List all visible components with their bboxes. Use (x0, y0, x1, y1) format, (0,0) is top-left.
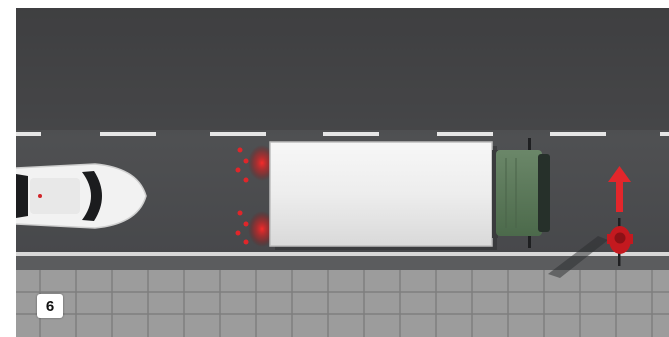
truck-mirror-bottom (528, 236, 531, 248)
car-rear-window (16, 174, 28, 218)
step-number-badge: 6 (37, 294, 63, 318)
sidewalk (16, 270, 669, 337)
car-brand-mark (38, 194, 42, 198)
car-roof (30, 178, 80, 214)
car (16, 164, 146, 228)
truck-box (270, 142, 492, 246)
road-edge-line (16, 252, 669, 256)
truck-windshield (538, 154, 550, 232)
upper-lane (16, 8, 669, 130)
truck (270, 138, 550, 250)
lane-markings (16, 132, 669, 136)
truck-mirror-top (528, 138, 531, 150)
truck-cab (496, 150, 542, 236)
